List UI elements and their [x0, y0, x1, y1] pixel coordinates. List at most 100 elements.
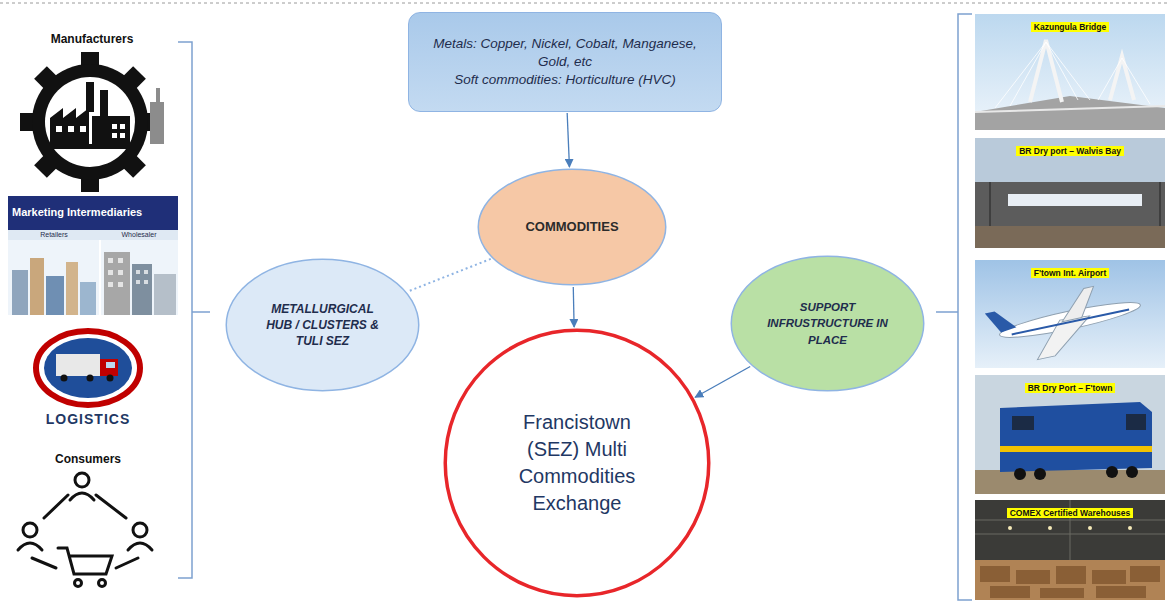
arrow-connector: [573, 287, 575, 327]
photo-caption: Kazungula Bridge: [1031, 22, 1109, 32]
train-photo-part-part: [1106, 466, 1118, 478]
dry-port-photo-part: [975, 182, 1165, 226]
dry-port-photo-part: [975, 226, 1165, 248]
text-block: Francistown (SEZ) Multi Commodities Exch…: [502, 409, 652, 517]
buildings-picture-part: [132, 264, 152, 315]
train-photo-part-part: [1034, 468, 1046, 480]
bridge-photo-part-part: [1030, 40, 1062, 102]
photo-caption-wrap: F'town Int. Airport: [975, 262, 1165, 280]
bridge-photo: [975, 14, 1165, 130]
warehouse-photo-part-part: [980, 566, 1010, 582]
consumers-icon-part: [23, 523, 37, 537]
dry-port-photo: [975, 138, 1165, 248]
top-dashed-rule: [0, 3, 1168, 4]
bridge-photo-part-part: [1046, 42, 1078, 100]
logistics-emblem-part: [106, 362, 115, 368]
right-bracket-part: [958, 14, 972, 600]
factory-gear-icon-part-part: [32, 64, 148, 180]
photo-caption-wrap: COMEX Certified Warehouses: [975, 502, 1165, 520]
logistics-emblem-part: [107, 375, 114, 382]
factory-gear-icon-part-part: [50, 108, 89, 144]
text-block: COMMODITIES: [502, 219, 642, 236]
group-heading-wrap: Manufacturers: [0, 32, 184, 46]
bridge-photo-part-part: [1110, 56, 1134, 100]
train-photo-part: [1000, 402, 1152, 472]
photo-caption-wrap: BR Dry Port – F'town: [975, 377, 1165, 395]
logistics-emblem-part: [87, 375, 94, 382]
warehouse-photo-part-part: [1088, 526, 1092, 530]
node-text: COMMODITIES: [502, 219, 642, 236]
logistics-emblem-part: [36, 331, 140, 405]
consumers-icon-part: [128, 543, 152, 550]
photo-caption: BR Dry port – Walvis Bay: [1016, 146, 1124, 156]
buildings-picture-part: [12, 270, 28, 315]
factory-gear-icon-part: [56, 124, 125, 138]
factory-gear-icon-part-part: [56, 126, 62, 132]
sub-heading-wrap: Retailers: [8, 231, 100, 238]
factory-gear-icon-part: [45, 82, 135, 149]
buildings-picture-part: [8, 240, 178, 315]
ellipse-outline: [443, 328, 711, 598]
factory-gear-icon-part-part: [45, 144, 135, 149]
warehouse-photo-part-part: [1048, 526, 1052, 530]
sub-heading: Retailers: [40, 231, 68, 238]
factory-gear-icon-part-part: [92, 116, 130, 144]
text-block: Metals: Copper, Nickel, Cobalt, Manganes…: [429, 35, 701, 90]
group-heading: Manufacturers: [51, 32, 134, 46]
buildings-picture-part-part: [118, 282, 123, 287]
warehouse-photo-part-part: [1092, 570, 1126, 584]
photo-caption-wrap: Kazungula Bridge: [975, 16, 1165, 34]
dry-port-photo-part-part: [989, 182, 991, 226]
left-bracket-part: [192, 311, 210, 313]
bridge-photo-part: [975, 14, 1165, 130]
photo-caption-wrap: BR Dry port – Walvis Bay: [975, 140, 1165, 158]
warehouse-photo-part-part: [990, 586, 1030, 598]
bridge-photo-part: [995, 42, 1150, 108]
train-photo-part: [1000, 446, 1152, 452]
marketing-banner-part: [8, 230, 178, 240]
left-bracket-part: [178, 42, 192, 578]
consumers-icon-part: [58, 548, 112, 574]
marketing-banner: [8, 196, 178, 240]
buildings-picture-part-part: [118, 270, 123, 275]
photo-caption: F'town Int. Airport: [1031, 268, 1110, 278]
node-text: Soft commodities: Horticulture (HVC): [429, 71, 701, 89]
factory-gear-icon-part-part: [112, 133, 117, 138]
node-text: SUPPORT INFRUSTRUCTURE IN PLACE: [767, 299, 889, 347]
buildings-picture-part: [154, 274, 176, 315]
train-photo-part-part: [1014, 468, 1026, 480]
photo-caption: BR Dry Port – F'town: [1025, 383, 1116, 393]
consumers-icon-part: [32, 558, 56, 568]
train-photo: [975, 375, 1165, 494]
buildings-picture-part-part: [136, 270, 140, 274]
consumers-icon-part: [70, 493, 94, 500]
factory-gear-icon-part: [45, 77, 135, 167]
factory-gear-icon-part-part: [68, 126, 74, 132]
consumers-icon-part: [75, 580, 82, 587]
dry-port-photo-part: [990, 182, 1160, 226]
buildings-picture: [8, 240, 178, 315]
train-photo-part: [1126, 414, 1146, 430]
group-heading-wrap: Consumers: [0, 452, 176, 466]
consumers-icon-part: [96, 495, 126, 518]
factory-gear-icon-part-part: [86, 82, 94, 112]
ellipse-shape: [731, 256, 924, 391]
ellipse-shape: [226, 259, 419, 391]
logistics-emblem-part: [44, 338, 132, 398]
warehouse-photo-part-part: [1056, 566, 1086, 584]
node-text: Francistown (SEZ) Multi Commodities Exch…: [502, 409, 652, 517]
buildings-picture-part: [108, 258, 148, 287]
top-dashed-rule-part: [0, 3, 1168, 4]
train-photo-part: [1012, 416, 1034, 430]
commodities-ellipse: COMMODITIES: [477, 168, 667, 286]
factory-gear-icon-part-part: [150, 102, 164, 144]
sub-heading: Wholesaler: [121, 231, 156, 238]
consumers-icon-part: [99, 580, 106, 587]
factory-gear-icon-part-part: [112, 124, 117, 129]
right-bracket-part: [936, 311, 958, 313]
right-bracket: [936, 14, 972, 600]
dry-port-photo-part-part: [1159, 182, 1161, 226]
warehouse-photo: [975, 500, 1165, 600]
bridge-photo-part: [975, 106, 1165, 112]
